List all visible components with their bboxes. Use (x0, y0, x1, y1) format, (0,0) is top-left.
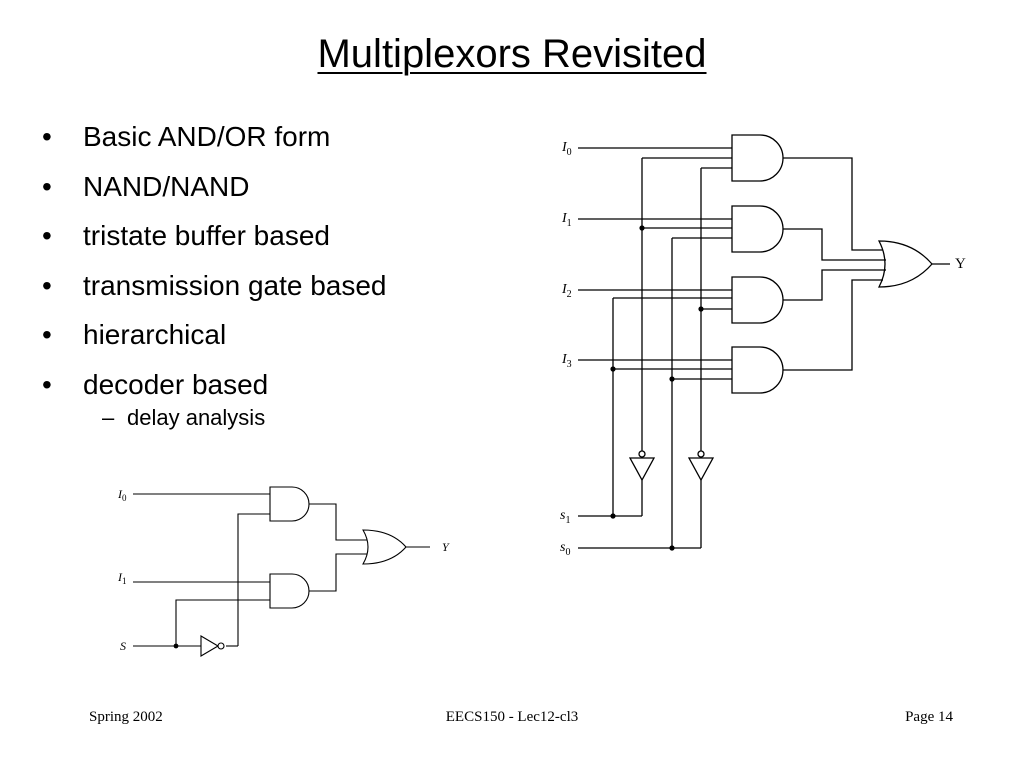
and-gate (731, 134, 784, 182)
wire (309, 553, 367, 592)
bullet-text: tristate buffer based (83, 220, 330, 251)
mux2-labels: I0 I1 S Y (117, 487, 450, 653)
input-label-i1: I1 (117, 570, 127, 586)
or-gate (362, 529, 407, 565)
input-label-i0: I0 (117, 487, 127, 503)
footer-date: Spring 2002 (89, 709, 163, 725)
wire (783, 269, 886, 301)
bullet-text: Basic AND/OR form (83, 121, 331, 152)
wire (309, 503, 367, 541)
inverter-bubble (638, 450, 646, 458)
or-gate (877, 240, 933, 288)
wire (783, 157, 883, 251)
junction-dot (639, 225, 645, 231)
bullet-item: • transmission gate based (42, 261, 387, 311)
junction-dots (173, 225, 704, 649)
bullet-item: • NAND/NAND (42, 162, 387, 212)
output-label-y: Y (442, 540, 450, 554)
bullet-item: • Basic AND/OR form (42, 112, 387, 162)
bullet-list: • Basic AND/OR form • NAND/NAND • tristate … (42, 112, 387, 433)
input-label-i1: I1 (561, 211, 572, 229)
bullet-marker: • (42, 121, 52, 152)
inverter-bubble (697, 450, 705, 458)
output-label-y: Y (955, 256, 966, 272)
bullet-text: decoder based (83, 368, 269, 400)
sub-bullet-text: delay analysis (127, 405, 266, 430)
inverter (200, 635, 220, 657)
wire (783, 279, 883, 371)
footer-page-number: Page 14 (905, 709, 953, 725)
select-label-s1: s1 (560, 508, 570, 526)
mux4-labels: I0 I1 I2 I3 s1 s0 Y (560, 140, 966, 558)
inverter (628, 457, 656, 482)
footer-course: EECS150 - Lec12-cl3 (445, 709, 579, 725)
junction-dot (669, 376, 675, 382)
mux2-schematic (133, 486, 430, 657)
junction-dot (610, 366, 616, 372)
inverter (687, 457, 715, 482)
mux4-schematic (578, 134, 950, 549)
slide-title: Multiplexors Revisited (317, 32, 707, 76)
input-label-i0: I0 (561, 140, 572, 158)
select-label-s: S (120, 639, 126, 653)
sub-bullet-item: –delay analysis (83, 403, 387, 433)
and-gate (269, 486, 310, 522)
bullet-text: NAND/NAND (83, 170, 250, 202)
wire (237, 513, 270, 646)
and-gate (269, 573, 310, 609)
bullet-marker: • (42, 220, 52, 251)
bullet-item: • hierarchical (42, 310, 387, 360)
bullet-text: hierarchical (83, 319, 227, 350)
wire (175, 599, 270, 646)
and-gate (731, 346, 784, 394)
bullet-marker: • (42, 170, 52, 202)
bullet-text: transmission gate based (83, 269, 387, 301)
junction-dot (669, 545, 675, 551)
bullet-marker: • (42, 319, 52, 350)
inverter-bubble (217, 642, 225, 650)
bullet-marker: • (42, 368, 52, 400)
bullet-item: • tristate buffer based (42, 211, 387, 261)
bullet-item: • decoder based –delay analysis (42, 360, 387, 434)
and-gate (731, 205, 784, 253)
input-label-i3: I3 (561, 352, 572, 370)
sub-bullet-marker: – (102, 405, 115, 430)
select-label-s0: s0 (560, 540, 570, 558)
bullet-marker: • (42, 269, 52, 301)
sub-bullet-list: –delay analysis (83, 403, 387, 433)
input-label-i2: I2 (561, 282, 572, 300)
and-gate (731, 276, 784, 324)
junction-dot (698, 306, 704, 312)
wire (783, 228, 886, 261)
junction-dot (610, 513, 616, 519)
